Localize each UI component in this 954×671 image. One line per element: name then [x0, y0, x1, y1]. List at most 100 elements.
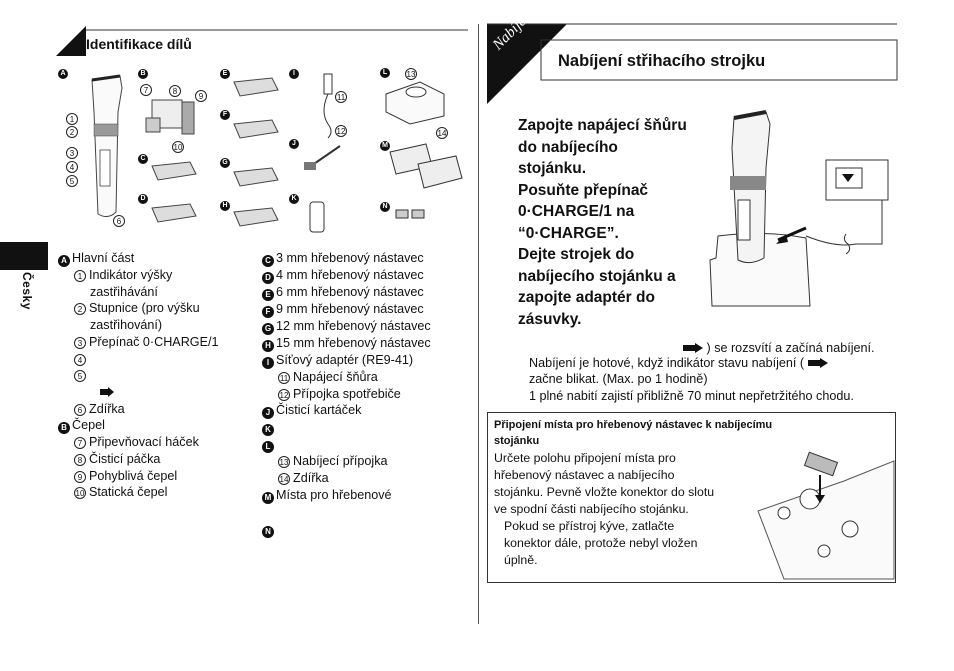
note-box-body: Určete polohu připojení místa pro hřeben… — [494, 450, 714, 569]
note-line: Pokud se přístroj kýve, zatlačte — [504, 519, 675, 533]
comb-holder-note-box: Připojení místa pro hřebenový nástavec k… — [487, 412, 896, 583]
callout-8: 8 — [169, 85, 181, 97]
list-item: zastřihování) — [90, 318, 163, 333]
step-line: do nabíjecího — [518, 138, 618, 156]
note-line: stojánku. Pevně vložte konektor do slotu — [494, 485, 715, 499]
charge-complete-note-cont: začne blikat. (Max. po 1 hodině) — [529, 372, 708, 386]
list-item — [58, 384, 219, 401]
step-line: Dejte strojek do — [518, 246, 635, 263]
list-item: 4 — [58, 351, 219, 368]
comb-holder-illustration — [389, 143, 463, 189]
comb-f-illustration — [233, 119, 279, 139]
list-item: L — [262, 436, 431, 454]
figure-label-d: D — [138, 194, 148, 204]
left-header-decoration — [56, 26, 468, 56]
figure-label-f: F — [220, 110, 230, 120]
adapter-illustration — [323, 73, 333, 139]
oil-illustration — [309, 201, 325, 233]
language-tab — [0, 242, 48, 270]
brush-illustration — [304, 145, 341, 170]
comb-d-illustration — [151, 203, 197, 223]
figure-label-j: J — [289, 139, 299, 149]
list-item: K — [262, 419, 431, 437]
callout-3: 3 — [66, 147, 78, 159]
step-line: Zapojte napájecí šňůru — [518, 117, 687, 134]
step-line: “0·CHARGE”. — [518, 224, 619, 242]
callout-10: 10 — [172, 141, 184, 153]
step-line: zásuvky. — [518, 310, 582, 328]
note-line: úplně. — [504, 553, 538, 567]
note-line: Určete polohu připojení místa pro — [494, 451, 676, 465]
blade-illustration — [145, 99, 195, 135]
figure-label-e: E — [220, 69, 230, 79]
figure-label-a: A — [58, 69, 68, 79]
callout-14: 14 — [436, 127, 448, 139]
step-line: stojánku. — [518, 160, 587, 177]
clipper-illustration — [91, 74, 123, 218]
comb-c-illustration — [151, 161, 197, 181]
figure-label-c: C — [138, 154, 148, 164]
list-item — [262, 504, 431, 521]
connector-illustration — [395, 209, 425, 219]
callout-12: 12 — [335, 125, 347, 137]
callout-13: 13 — [405, 68, 417, 80]
plug-icon — [683, 343, 703, 353]
step-line: 0·CHARGE/1 na — [518, 203, 635, 220]
step-line: nabíjecího stojánku a — [518, 267, 676, 285]
list-item: zastřihávání — [90, 284, 158, 299]
note-line: konektor dále, protože nebyl vložen — [504, 536, 698, 550]
plug-icon — [100, 386, 114, 397]
comb-e-illustration — [233, 77, 279, 97]
charging-illustration — [709, 110, 889, 307]
figure-label-g: G — [220, 158, 230, 168]
charge-complete-note: Nabíjení je hotové, když indikátor stavu… — [529, 355, 828, 372]
charging-steps: Zapojte napájecí šňůru do nabíjecího sto… — [518, 115, 687, 330]
figure-label-k: K — [289, 194, 299, 204]
note-line: hřebenový nástavec a nabíjecího — [494, 468, 675, 482]
plug-icon — [807, 358, 828, 368]
figure-label-i: I — [289, 69, 299, 79]
note-box-title: Připojení místa pro hřebenový nástavec k… — [494, 419, 773, 447]
callout-6: 6 — [113, 215, 125, 227]
callout-1: 1 — [66, 113, 78, 125]
list-item: 5 — [58, 367, 219, 384]
language-tab-label: Česky — [20, 272, 34, 310]
callout-11: 11 — [335, 91, 347, 103]
comb-h-illustration — [233, 207, 279, 227]
connector-insert-illustration — [757, 451, 895, 580]
step-line: Posuňte přepínač — [518, 181, 649, 199]
callout-7: 7 — [140, 84, 152, 96]
callout-5: 5 — [66, 175, 78, 187]
section-title-nabijeni: Nabíjení střihacího strojku — [558, 52, 766, 70]
right-header-decoration — [487, 23, 898, 104]
figure-label-m: M — [380, 141, 390, 151]
figure-label-l: L — [380, 68, 390, 78]
note-line: ve spodní části nabíjecího stojánku. — [494, 502, 689, 516]
page-divider — [478, 24, 479, 624]
comb-g-illustration — [233, 167, 279, 187]
callout-2: 2 — [66, 126, 78, 138]
figure-label-n: N — [380, 202, 390, 212]
